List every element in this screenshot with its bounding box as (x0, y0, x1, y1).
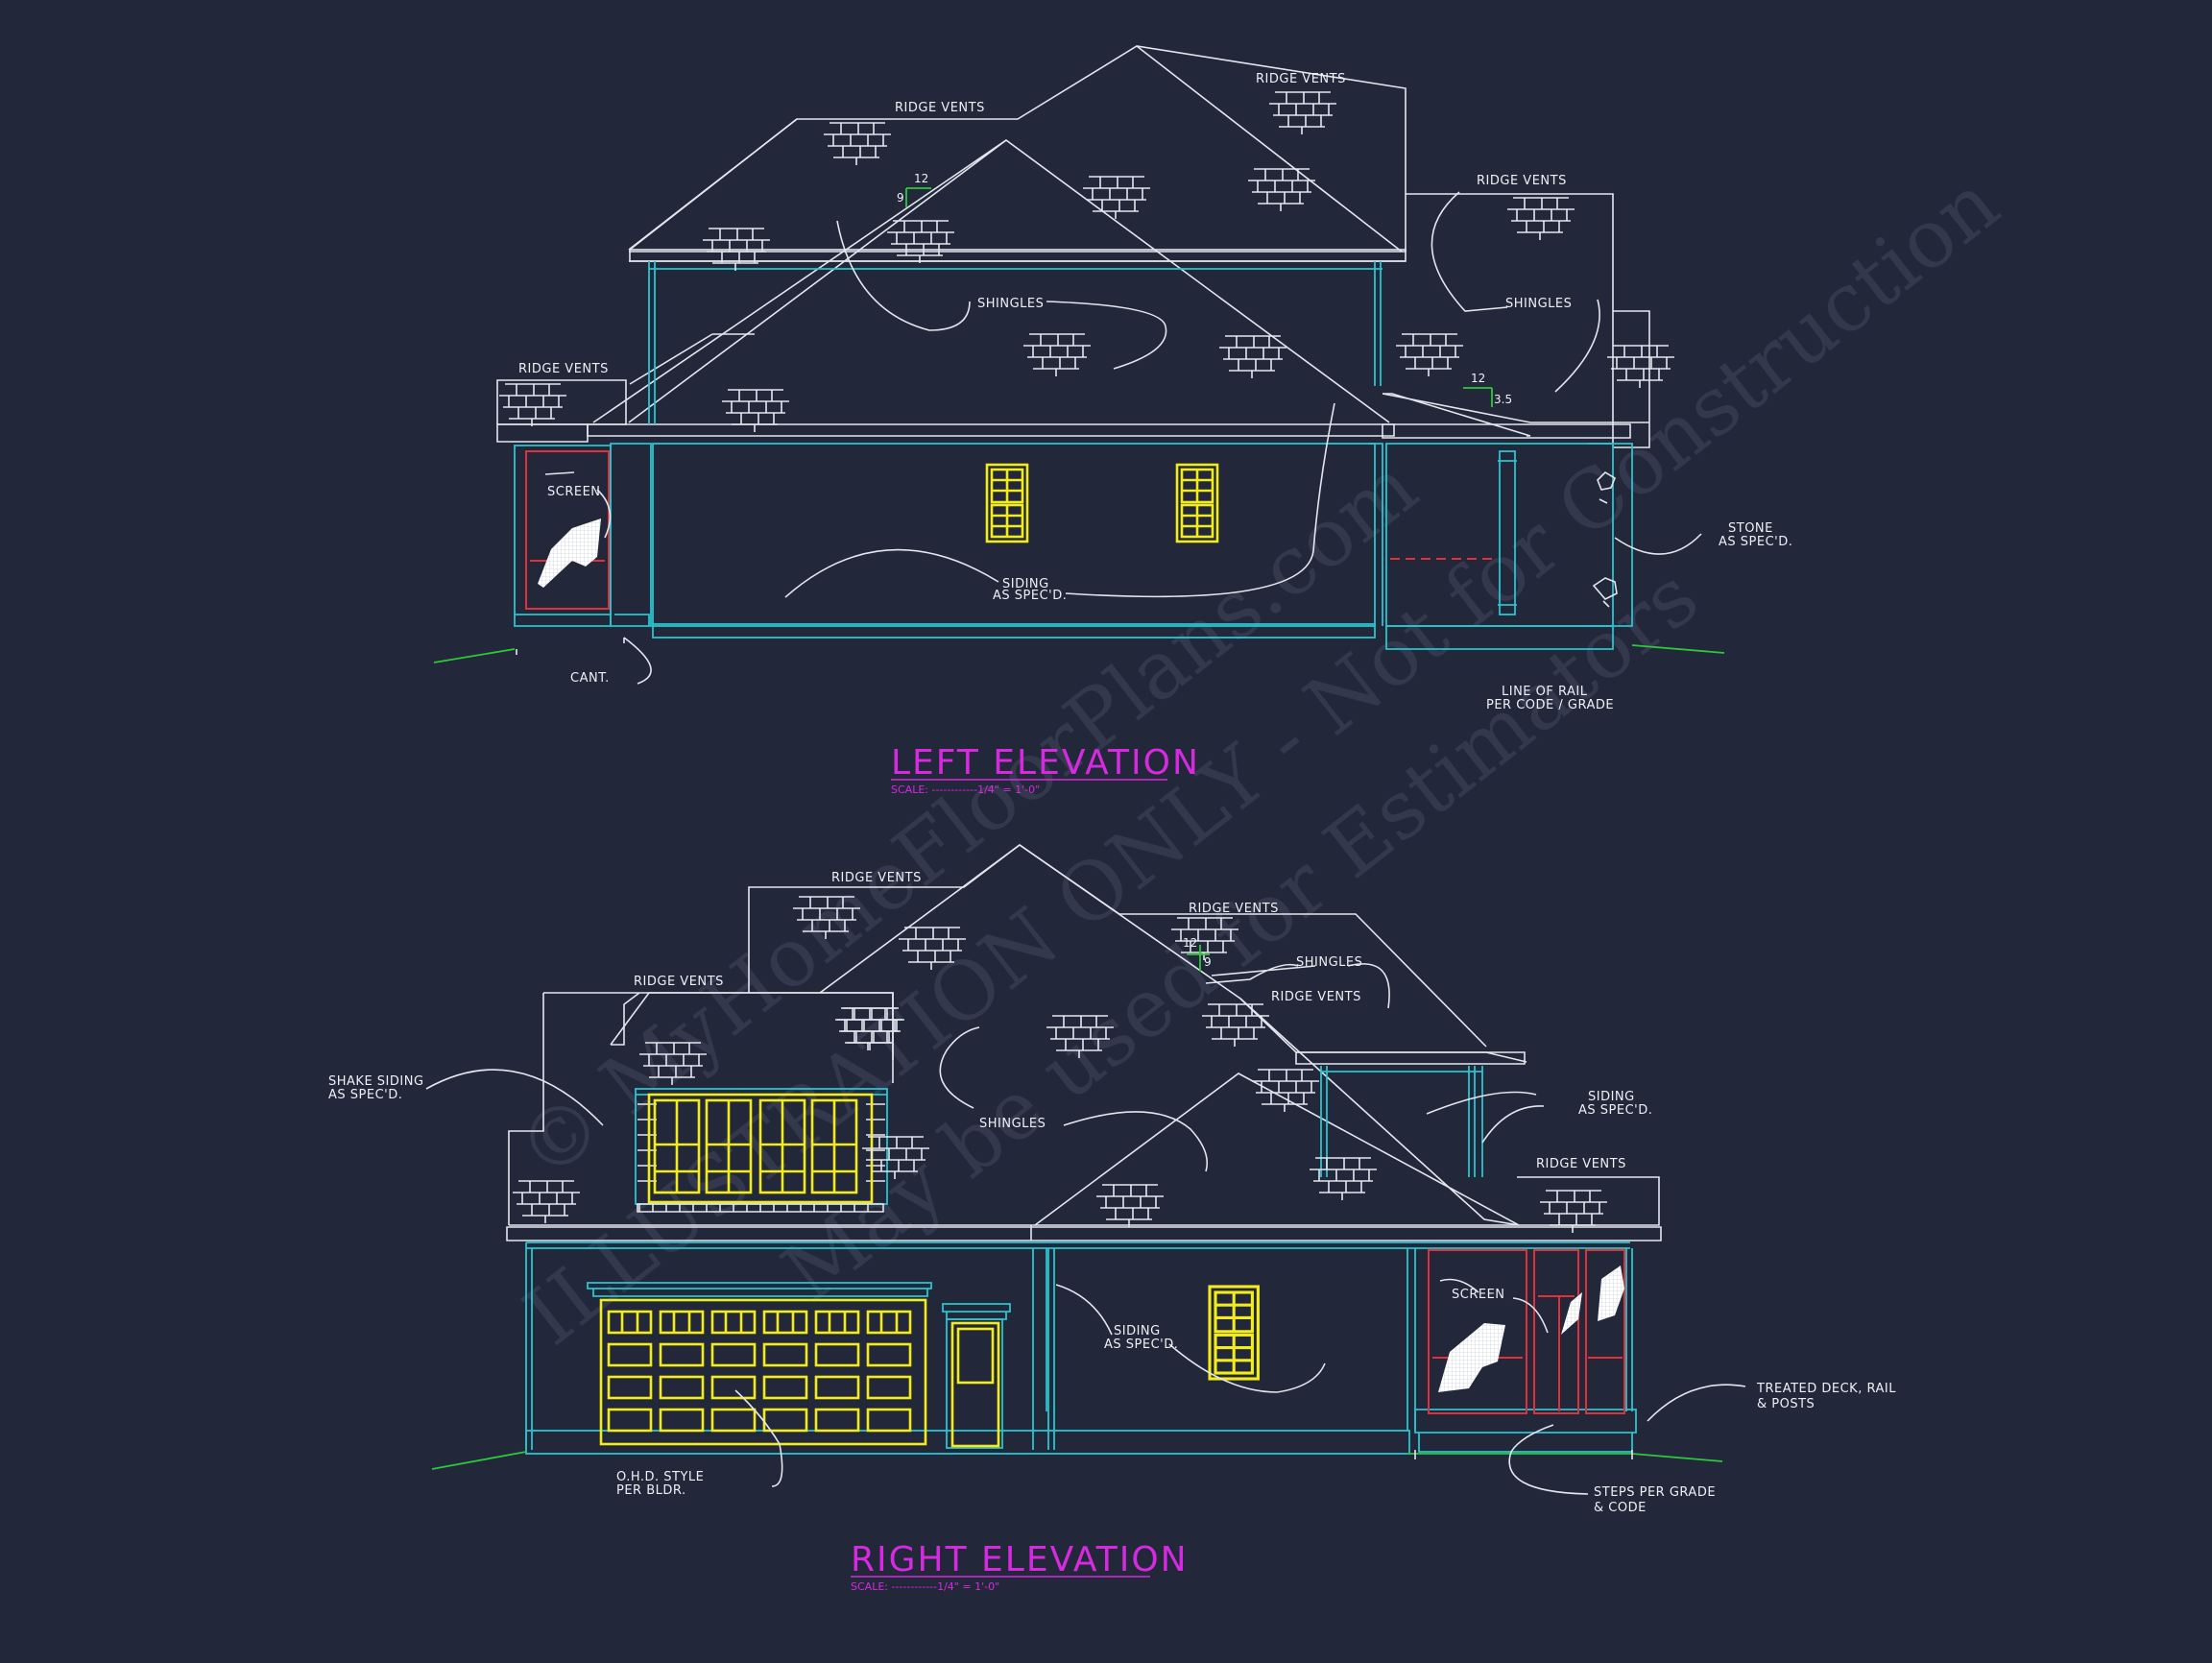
right-note-siding-a2: AS SPEC'D. (1104, 1338, 1178, 1352)
garage-door (587, 1282, 932, 1446)
right-pitch-rise: 9 (1204, 955, 1212, 969)
right-note-siding-b1: SIDING (1588, 1090, 1635, 1104)
right-note-shake-1: SHAKE SIDING (328, 1074, 424, 1089)
left-note-siding-2: AS SPEC'D. (993, 589, 1067, 603)
left-note-rail-2: PER CODE / GRADE (1486, 698, 1614, 712)
left-right-wing-roof (1406, 193, 1650, 448)
right-note-deck-1: TREATED DECK, RAIL (1756, 1382, 1896, 1396)
right-note-screen: SCREEN (1452, 1288, 1505, 1302)
left-note-ridge-vents-c: RIDGE VENTS (1477, 174, 1567, 188)
left-pitch-run: 12 (914, 172, 928, 185)
left-note-ridge-vents-d: RIDGE VENTS (518, 362, 609, 376)
right-elevation-scale: SCALE: ------------1/4" = 1'-0" (851, 1580, 999, 1593)
stone-texture (1592, 470, 1618, 608)
left-note-cant: CANT. (570, 671, 610, 686)
dormer-window-bank (647, 1093, 874, 1204)
right-window (1208, 1285, 1260, 1381)
right-screen-mesh-1 (1438, 1323, 1505, 1392)
right-note-ridge-vents-a: RIDGE VENTS (831, 871, 922, 885)
left-porch-roof (1382, 393, 1531, 437)
watermark-line-2: ILLUSTRATION ONLY - Not for Construction (507, 156, 2015, 1363)
left-note-shingles-a: SHINGLES (977, 297, 1044, 311)
right-note-ridge-vents-b: RIDGE VENTS (1189, 902, 1279, 916)
left-elevation-title: LEFT ELEVATION (891, 743, 1200, 783)
side-entry-door (942, 1303, 1011, 1449)
left-pitch-rise: 9 (897, 191, 904, 205)
left-note-siding-1: SIDING (1002, 577, 1049, 591)
right-note-ridge-vents-e: RIDGE VENTS (1536, 1157, 1626, 1171)
right-note-steps-1: STEPS PER GRADE (1594, 1485, 1716, 1500)
right-elevation-title: RIGHT ELEVATION (851, 1540, 1189, 1579)
right-elevation: 12 9 RIDGE VENTS RIDGE VENTS RIDGE VENTS… (328, 844, 1896, 1593)
right-note-shake-2: AS SPEC'D. (328, 1088, 402, 1102)
left-note-stone-1: STONE (1728, 521, 1773, 536)
right-note-ohd-2: PER BLDR. (616, 1483, 686, 1498)
left-elevation-scale: SCALE: ------------1/4" = 1'-0" (891, 783, 1040, 796)
watermark-line-1: © MyHomeFloorPlans.com (500, 440, 1434, 1198)
left-window-2 (1175, 463, 1219, 543)
right-screen-mesh-3 (1598, 1265, 1624, 1321)
right-note-ridge-vents-d: RIDGE VENTS (1271, 990, 1361, 1004)
left-note-stone-2: AS SPEC'D. (1719, 535, 1792, 549)
left-note-ridge-vents-a: RIDGE VENTS (895, 101, 985, 115)
right-screen-porch (1428, 1249, 1625, 1414)
left-note-rail-1: LINE OF RAIL (1502, 685, 1588, 699)
right-back-roofs (508, 993, 544, 1225)
left-note-shingles-b: SHINGLES (1505, 297, 1572, 311)
left-note-screen: SCREEN (547, 485, 601, 499)
porch-pitch-run: 12 (1471, 372, 1485, 385)
right-note-ridge-vents-c: RIDGE VENTS (634, 975, 724, 989)
right-note-ohd-1: O.H.D. STYLE (616, 1470, 704, 1484)
right-note-shingles-b: SHINGLES (979, 1117, 1046, 1131)
right-note-siding-a1: SIDING (1114, 1324, 1161, 1338)
left-elevation: 12 9 12 3.5 RIDGE VENTS RIDGE VENTS RIDG… (433, 45, 1792, 796)
left-grade-line (433, 644, 1725, 663)
right-pitch-run: 12 (1183, 936, 1197, 950)
right-note-steps-2: & CODE (1594, 1501, 1647, 1515)
left-window-1 (985, 463, 1029, 543)
porch-pitch-rise: 3.5 (1494, 393, 1512, 406)
right-note-deck-2: & POSTS (1757, 1397, 1815, 1411)
left-screen-mesh (538, 518, 601, 588)
right-note-shingles-a: SHINGLES (1296, 955, 1362, 970)
right-note-siding-b2: AS SPEC'D. (1578, 1103, 1652, 1118)
right-front-gable (1034, 1073, 1520, 1226)
left-main-gable (592, 139, 1390, 423)
left-screen-panel (525, 450, 610, 610)
left-note-ridge-vents-b: RIDGE VENTS (1256, 72, 1346, 86)
right-screen-mesh-2 (1561, 1292, 1582, 1335)
right-dormer-roof (610, 992, 894, 1083)
